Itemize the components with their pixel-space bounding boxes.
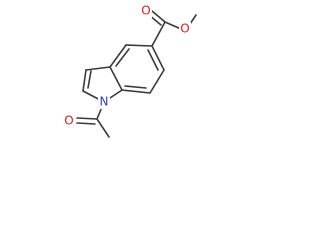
- atom-o-ester: O: [179, 22, 191, 36]
- bond-ester-carbon-o-ester: [164, 21, 182, 30]
- bond-c5-c6-double: [147, 49, 159, 71]
- atom-o-carbonyl-ester: O: [140, 4, 152, 18]
- bond-c2-c3-double: [87, 70, 92, 89]
- bond-c7-c7a: [121, 89, 151, 94]
- bond-c3a-c7a: [109, 66, 123, 91]
- atom-label-o-acetyl: O: [64, 114, 73, 128]
- atom-n1: N: [98, 95, 110, 109]
- bond-c3a-c4-double: [115, 48, 130, 67]
- atom-o-acetyl: O: [63, 114, 75, 128]
- bond-ester-carbon-o-carbonyl: [151, 10, 166, 23]
- bond-c5-c6: [151, 45, 165, 71]
- bond-c6-c7: [149, 69, 165, 94]
- bond-c7-c7a-double: [124, 85, 147, 89]
- molecule-svg: O O N O: [63, 4, 197, 138]
- bond-c4-c5: [125, 44, 153, 47]
- bond-c5-ester-carbon: [151, 21, 166, 47]
- atom-label-n1: N: [100, 95, 109, 109]
- bond-acetyl-carbon-o-double: [76, 122, 96, 125]
- atom-label-o-ester: O: [180, 22, 189, 36]
- bond-c3a-c4: [109, 44, 127, 68]
- bond-c2-c3: [82, 69, 87, 92]
- bond-c3-c3a: [85, 66, 111, 71]
- bond-acetyl-carbon-methyl: [96, 118, 110, 138]
- atom-label-o-carbonyl-ester: O: [141, 4, 150, 18]
- chemical-structure-diagram: O O N O: [0, 0, 203, 153]
- bond-acetyl-carbon-o: [76, 117, 98, 120]
